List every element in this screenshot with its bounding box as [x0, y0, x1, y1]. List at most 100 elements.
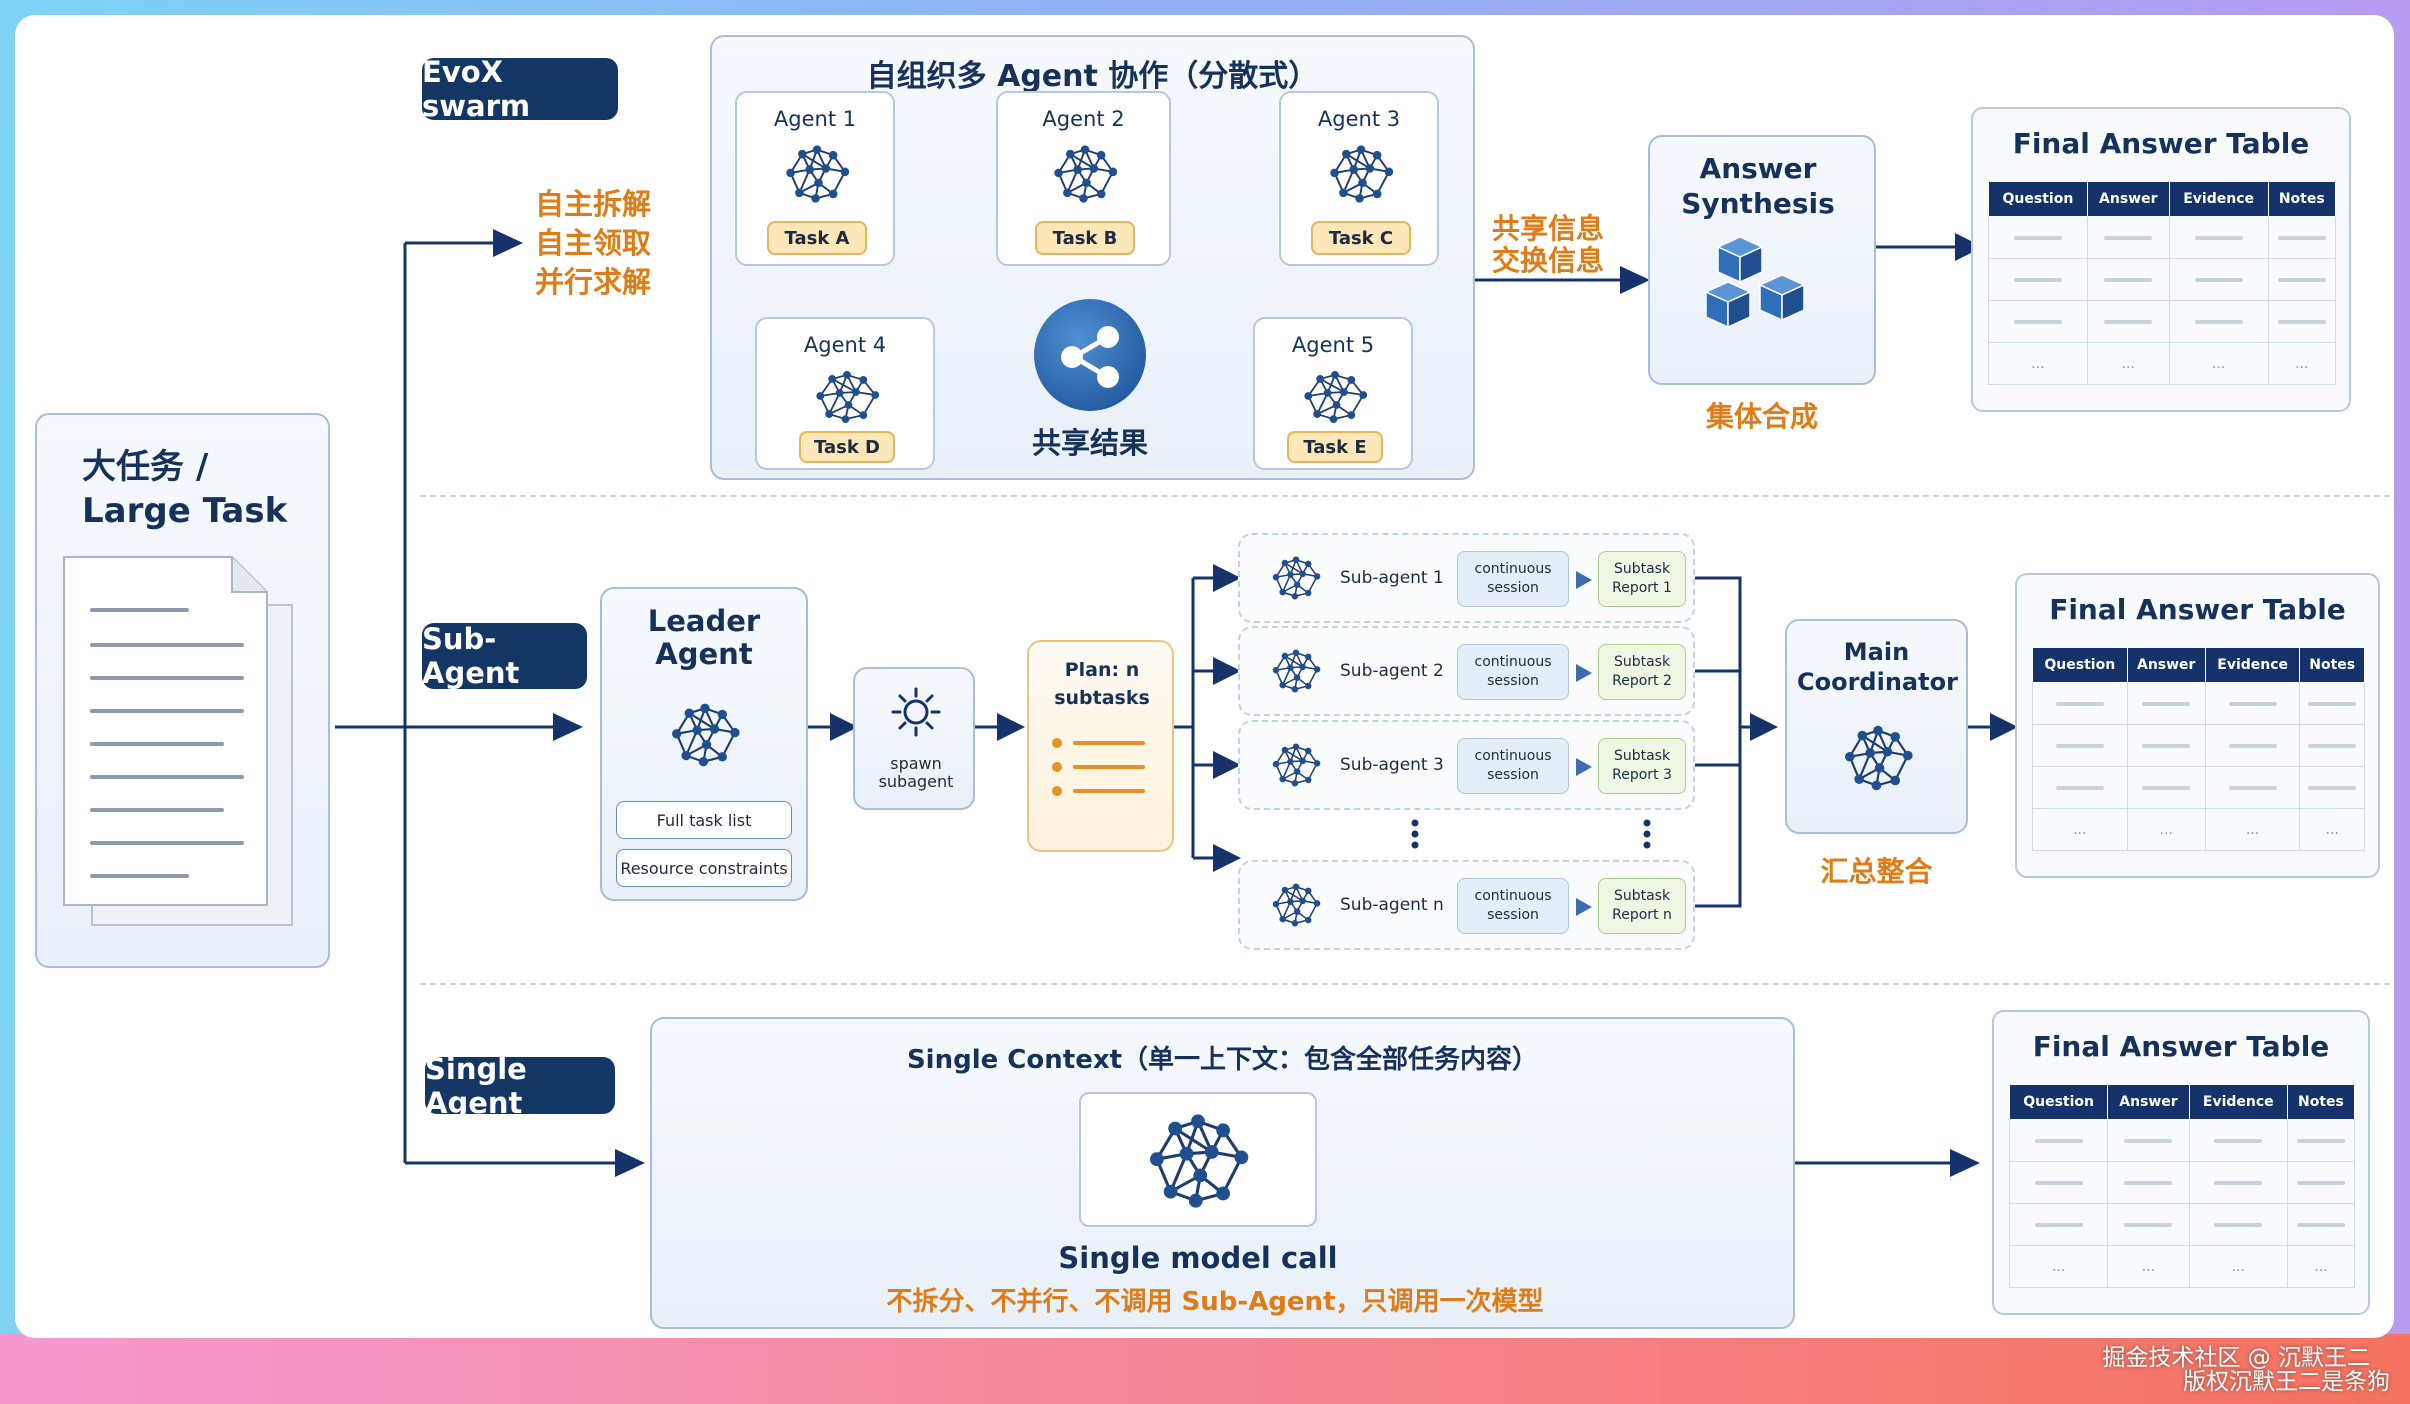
- main-coordinator-card: Main Coordinator: [1785, 619, 1968, 834]
- agent-card: Agent 5 Task E: [1253, 317, 1413, 470]
- answer-synthesis-card: Answer Synthesis: [1648, 135, 1876, 385]
- subagent-row: Sub-agent 2 continuous session Subtask R…: [1238, 626, 1695, 716]
- exchange-labels: 共享信息 交换信息: [1492, 213, 1604, 277]
- subagent-name: Sub-agent 1: [1340, 568, 1444, 588]
- agent-name: Agent 4: [803, 333, 887, 357]
- neural-network-icon: [1054, 145, 1118, 203]
- session-box: continuous session: [1457, 551, 1569, 607]
- exchange-label: 交换信息: [1492, 244, 1605, 277]
- diagram-canvas: 大任务 / Large Task EvoX swarm 自主拆解 自主领取 并: [15, 15, 2394, 1338]
- coordinator-caption: 汇总整合: [1820, 855, 1933, 888]
- ellipsis-cell: ...: [2126, 808, 2206, 851]
- neural-network-icon: [1272, 556, 1321, 600]
- share-hub-icon: [1034, 299, 1146, 411]
- column-header: Evidence: [2204, 647, 2301, 683]
- single-agent-tag: Single Agent: [425, 1052, 615, 1120]
- agent-name: Agent 2: [1042, 107, 1125, 131]
- report-box: Subtask Report n: [1598, 878, 1686, 934]
- spawn-label: spawn subagent: [878, 754, 954, 791]
- neural-network-icon: [1304, 371, 1368, 423]
- task-chip: Task C: [1311, 221, 1411, 255]
- full-task-list-box: Full task list: [616, 801, 792, 839]
- large-task-title-en: Large Task: [82, 491, 288, 531]
- section-divider: [420, 983, 2390, 985]
- neural-network-icon: [1149, 1114, 1249, 1208]
- task-chip: Task D: [799, 431, 895, 463]
- exchange-label: 共享信息: [1492, 212, 1605, 245]
- large-task-title-zh: 大任务 /: [82, 447, 209, 487]
- final-table-title: Final Answer Table: [2032, 1030, 2330, 1063]
- final-answer-table: Final Answer Table Question Answer Evide…: [1992, 1010, 2370, 1315]
- leader-agent-card: Leader Agent Full task list Resource con…: [600, 587, 808, 901]
- agent-card: Agent 1 Task A: [735, 91, 895, 266]
- final-table-title: Final Answer Table: [2012, 127, 2310, 160]
- neural-network-icon: [672, 703, 740, 767]
- subagent-row: Sub-agent 3 continuous session Subtask R…: [1238, 720, 1695, 810]
- answer-table: Question Answer Evidence Notes .........…: [1988, 181, 2337, 385]
- column-header: Question: [2008, 1084, 2109, 1120]
- subagent-row: Sub-agent 1 continuous session Subtask R…: [1238, 533, 1695, 623]
- single-agent-note: 不拆分、不并行、不调用 Sub-Agent，只调用一次模型: [886, 1287, 1544, 1317]
- subagent-name: Sub-agent 3: [1340, 755, 1444, 775]
- play-arrow-icon: [1576, 571, 1592, 589]
- column-header: Answer: [2126, 647, 2206, 683]
- watermark-line1: 掘金技术社区 @ 沉默王二: [2102, 1345, 2370, 1371]
- large-task-card: 大任务 / Large Task: [35, 413, 330, 968]
- subagent-name: Sub-agent n: [1340, 895, 1444, 915]
- report-box: Subtask Report 1: [1598, 551, 1686, 607]
- neural-network-icon: [1844, 725, 1913, 791]
- hub-label: 共享结果: [1031, 426, 1148, 460]
- ellipsis-cell: ...: [2008, 1245, 2109, 1288]
- ellipsis-cell: ...: [2168, 342, 2269, 385]
- column-header: Question: [2032, 647, 2128, 683]
- side-label: 自主拆解: [535, 187, 652, 221]
- column-header: Evidence: [2188, 1084, 2288, 1120]
- agent-card: Agent 2 Task B: [996, 91, 1171, 266]
- ellipsis-cell: ...: [2267, 342, 2337, 385]
- session-box: continuous session: [1457, 878, 1569, 934]
- column-header: Notes: [2267, 181, 2337, 217]
- leader-title: Leader Agent: [647, 604, 761, 671]
- final-table-title: Final Answer Table: [2049, 593, 2346, 626]
- answer-table: Question Answer Evidence Notes .........…: [2032, 647, 2365, 851]
- neural-network-icon: [1272, 743, 1321, 787]
- large-task-title: 大任务 / Large Task: [82, 445, 287, 533]
- final-answer-table: Final Answer Table Question Answer Evide…: [1971, 107, 2351, 412]
- final-answer-table: Final Answer Table Question Answer Evide…: [2015, 573, 2380, 878]
- column-header: Notes: [2299, 647, 2365, 683]
- synthesis-caption: 集体合成: [1705, 400, 1818, 433]
- play-arrow-icon: [1576, 758, 1592, 776]
- column-header: Answer: [2107, 1084, 2190, 1120]
- agent-name: Agent 3: [1317, 107, 1401, 131]
- ellipsis-cell: ...: [2204, 808, 2301, 851]
- report-box: Subtask Report 2: [1598, 644, 1686, 700]
- neural-network-icon: [1272, 649, 1321, 693]
- vertical-ellipsis-icon: [1643, 819, 1651, 849]
- session-box: continuous session: [1457, 738, 1569, 794]
- plan-card: Plan: n subtasks: [1027, 640, 1174, 852]
- synthesis-title: Answer Synthesis: [1681, 152, 1835, 220]
- neural-network-icon: [1330, 145, 1394, 203]
- list-icon: [1052, 738, 1145, 796]
- agent-card: Agent 4 Task D: [755, 317, 935, 470]
- neural-network-icon: [1272, 883, 1321, 927]
- spawn-subagent-card: spawn subagent: [853, 667, 975, 810]
- side-label: 并行求解: [535, 265, 652, 299]
- resource-constraints-box: Resource constraints: [616, 849, 792, 887]
- single-context-title: Single Context（单一上下文：包含全部任务内容）: [906, 1045, 1539, 1075]
- evox-panel-title: 自组织多 Agent 协作（分散式）: [866, 59, 1319, 94]
- report-box: Subtask Report 3: [1598, 738, 1686, 794]
- session-box: continuous session: [1457, 644, 1569, 700]
- task-chip: Task E: [1287, 431, 1383, 463]
- plan-label: Plan: n subtasks: [1054, 659, 1150, 709]
- single-model-label: Single model call: [1058, 1241, 1338, 1275]
- neural-network-icon: [786, 145, 850, 203]
- agent-name: Agent 5: [1291, 333, 1375, 357]
- vertical-ellipsis-icon: [1411, 819, 1419, 849]
- cubes-icon: [1704, 236, 1806, 329]
- ellipsis-cell: ...: [2086, 342, 2170, 385]
- agent-card: Agent 3 Task C: [1279, 91, 1439, 266]
- agent-name: Agent 1: [773, 107, 857, 131]
- sub-agent-tag: Sub-Agent: [422, 622, 587, 690]
- ellipsis-cell: ...: [2286, 1245, 2356, 1288]
